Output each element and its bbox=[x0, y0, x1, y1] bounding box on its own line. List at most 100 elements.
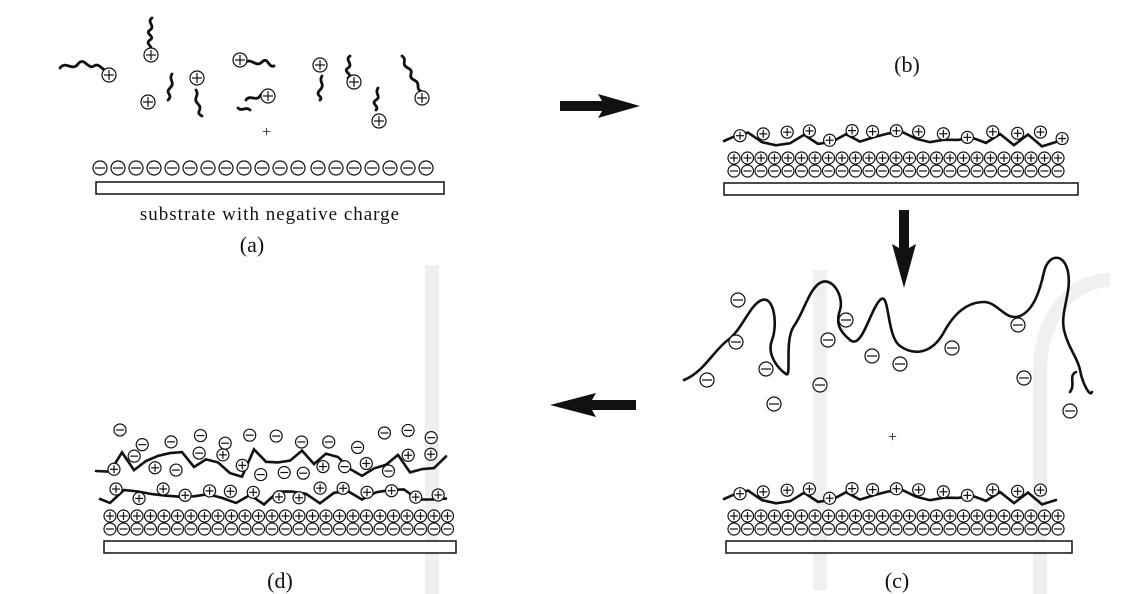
arrow-right-icon bbox=[560, 94, 640, 118]
positive-charge-icon bbox=[203, 484, 217, 498]
negative-charge-icon bbox=[382, 160, 398, 176]
negative-charge-icon bbox=[440, 522, 455, 536]
negative-charge-icon bbox=[290, 160, 306, 176]
positive-charge-icon bbox=[912, 483, 926, 497]
negative-charge-icon bbox=[200, 160, 216, 176]
negative-charge-icon bbox=[346, 160, 362, 176]
positive-charge-icon bbox=[1011, 484, 1025, 498]
positive-charge-icon bbox=[862, 509, 876, 523]
positive-charge-icon bbox=[986, 125, 1000, 139]
positive-charge-icon bbox=[808, 509, 822, 523]
panel-b: (b) bbox=[722, 52, 1079, 196]
negative-charge-icon bbox=[184, 522, 198, 536]
panel-label-b: (b) bbox=[894, 52, 920, 77]
negative-charge-icon bbox=[848, 164, 863, 178]
positive-charge-icon bbox=[889, 124, 904, 138]
negative-charge-icon bbox=[983, 164, 998, 178]
negative-charge-icon bbox=[169, 463, 183, 477]
negative-charge-icon bbox=[338, 460, 352, 474]
negative-charge-icon bbox=[916, 164, 930, 178]
positive-charge-icon bbox=[132, 491, 146, 506]
negative-charge-icon bbox=[1037, 522, 1052, 536]
negative-charge-icon bbox=[781, 164, 795, 178]
negative-charge-icon bbox=[427, 522, 441, 536]
polymer-chain bbox=[722, 488, 1058, 506]
negative-charge-icon bbox=[197, 522, 212, 536]
positive-charge-icon bbox=[983, 151, 998, 165]
positive-charge-icon bbox=[1024, 509, 1038, 523]
negative-charge-icon bbox=[794, 522, 809, 536]
positive-charge-icon bbox=[754, 509, 768, 523]
positive-charge-icon bbox=[101, 67, 117, 83]
negative-charge-icon bbox=[277, 465, 291, 480]
negative-charge-icon bbox=[116, 522, 131, 536]
positive-charge-icon bbox=[1055, 131, 1069, 146]
negative-charge-icon bbox=[794, 164, 809, 178]
positive-charge-icon bbox=[916, 151, 930, 165]
positive-charge-icon bbox=[278, 509, 293, 523]
negative-charge-icon bbox=[740, 522, 755, 536]
positive-charge-icon bbox=[808, 151, 822, 165]
positive-charge-icon bbox=[865, 125, 880, 139]
negative-charge-icon bbox=[413, 522, 428, 536]
multilayer-film-d bbox=[94, 423, 455, 536]
positive-charge-icon bbox=[116, 509, 131, 523]
positive-charge-icon bbox=[997, 509, 1011, 523]
negative-charge-icon bbox=[892, 356, 908, 372]
positive-charge-icon bbox=[794, 151, 809, 165]
negative-charge-icon bbox=[875, 164, 890, 178]
positive-charge-icon bbox=[802, 482, 816, 496]
negative-charge-icon bbox=[359, 522, 374, 536]
negative-charge-icon bbox=[127, 449, 141, 463]
negative-charge-icon bbox=[182, 160, 198, 176]
negative-charge-icon bbox=[766, 396, 782, 412]
positive-charge-icon bbox=[835, 151, 849, 165]
free-polyanions bbox=[682, 256, 1094, 419]
positive-charge-icon bbox=[875, 151, 890, 165]
negative-charge-icon bbox=[1051, 522, 1065, 536]
positive-charge-icon bbox=[1011, 126, 1025, 140]
negative-charge-icon bbox=[889, 522, 903, 536]
positive-charge-icon bbox=[431, 488, 445, 502]
negative-charge-icon bbox=[218, 160, 234, 176]
positive-charge-icon bbox=[997, 151, 1011, 165]
positive-charge-icon bbox=[740, 151, 755, 165]
negative-charge-icon bbox=[820, 332, 836, 348]
negative-charge-icon bbox=[272, 160, 288, 176]
negative-charge-icon bbox=[754, 522, 768, 536]
positive-charge-icon bbox=[929, 151, 944, 165]
positive-charge-icon bbox=[943, 151, 957, 165]
background-watermark bbox=[425, 265, 1111, 594]
negative-charge-icon bbox=[386, 522, 401, 536]
panel-label-a: (a) bbox=[240, 232, 264, 257]
positive-charge-icon bbox=[235, 458, 249, 472]
positive-charge-icon bbox=[346, 74, 362, 90]
negative-charge-icon bbox=[1024, 522, 1038, 536]
negative-charge-icon bbox=[1010, 522, 1025, 536]
negative-charge-icon bbox=[143, 522, 158, 536]
polymer-chain bbox=[400, 54, 424, 94]
negative-charge-icon bbox=[956, 522, 971, 536]
negative-charge-icon bbox=[296, 466, 310, 480]
positive-charge-icon bbox=[756, 485, 770, 499]
negative-charge-icon bbox=[157, 522, 171, 536]
negative-charge-icon bbox=[322, 435, 336, 449]
negative-charge-icon bbox=[754, 164, 768, 178]
positive-charge-icon bbox=[312, 57, 328, 73]
negative-charge-icon bbox=[864, 348, 880, 364]
negative-charge-icon bbox=[128, 160, 144, 176]
positive-charge-icon bbox=[727, 509, 741, 523]
negative-charge-icon bbox=[400, 160, 416, 176]
positive-charge-icon bbox=[889, 509, 903, 523]
positive-charge-icon bbox=[848, 509, 863, 523]
positive-charge-icon bbox=[189, 70, 205, 86]
positive-charge-icon bbox=[109, 482, 123, 496]
polymer-chain bbox=[166, 72, 174, 102]
negative-charge-icon bbox=[767, 164, 782, 178]
negative-charge-icon bbox=[875, 522, 890, 536]
negative-charge-icon bbox=[251, 522, 266, 536]
positive-charge-icon bbox=[272, 490, 286, 504]
positive-charge-icon bbox=[319, 509, 333, 523]
positive-charge-icon bbox=[170, 509, 185, 523]
negative-charge-icon bbox=[808, 164, 822, 178]
